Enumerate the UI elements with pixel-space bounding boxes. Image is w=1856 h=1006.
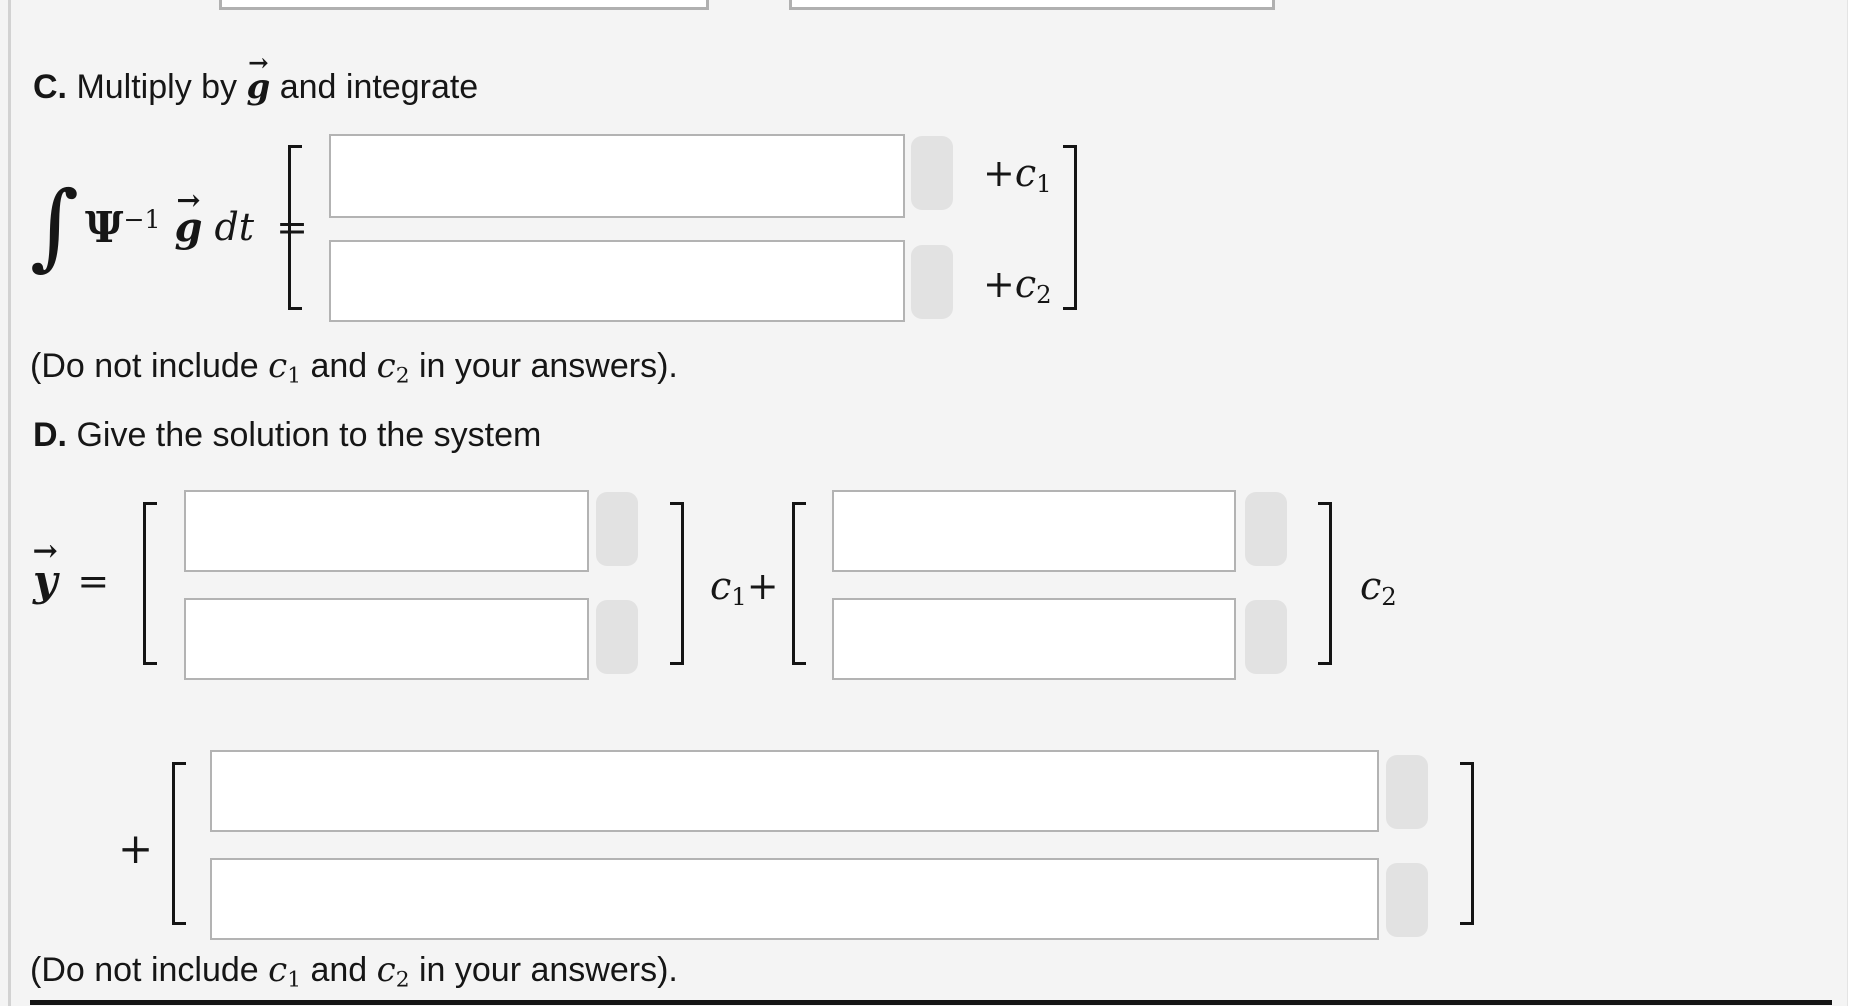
answer-input-d-m1-row2[interactable] [184,598,589,680]
panel-left-border [8,0,11,1006]
equals-sign: = [276,205,308,249]
answer-input-d-m3-row2[interactable] [210,858,1379,940]
answer-preview-tab-d-m3-row1[interactable] [1386,755,1428,829]
part-c-label: C. [33,68,67,106]
psi-inverse: Ψ−1 [84,202,161,252]
answer-preview-tab-d-m2-row1[interactable] [1245,492,1287,566]
integral-expression: ∫ Ψ−1 →g dt = [30,172,308,281]
coef-c1-label: c1+ [710,564,779,612]
answer-preview-tab-c-row1[interactable] [911,136,953,210]
note-c: (Do not include c1 and c2 in your answer… [30,346,678,389]
psi-exponent: −1 [123,204,161,234]
answer-preview-tab-c-row2[interactable] [911,245,953,319]
page-right-strip [1847,0,1856,1006]
vector-arrow-icon: → [248,47,269,77]
equals-sign: = [77,558,110,603]
plus-c1-label: +c1 [983,151,1052,199]
answer-input-d-m2-row1[interactable] [832,490,1236,572]
g-vector: →g [174,182,203,251]
answer-input-d-m1-row1[interactable] [184,490,589,572]
answer-input-d-m3-row1[interactable] [210,750,1379,832]
section-divider [30,1000,1832,1005]
matrix-bracket-left [143,502,157,665]
matrix-bracket-right [670,502,684,665]
coef-c2-label: c2 [1360,564,1397,612]
answer-input-top-right[interactable] [789,0,1275,10]
integral-sign: ∫ [30,172,79,281]
answer-preview-tab-d-m1-row1[interactable] [596,492,638,566]
y-vector: →y [32,534,58,605]
vector-arrow-icon: → [176,182,201,217]
part-c-heading: C. Multiply by →g and integrate [33,47,479,107]
answer-preview-tab-d-m3-row2[interactable] [1386,863,1428,937]
note-d: (Do not include c1 and c2 in your answer… [30,950,678,993]
answer-input-c-row1[interactable] [329,134,905,218]
matrix-bracket-left [288,145,302,310]
part-d-heading: D. Give the solution to the system [33,416,542,454]
answer-preview-tab-d-m1-row2[interactable] [596,600,638,674]
answer-input-d-m2-row2[interactable] [832,598,1236,680]
matrix-bracket-right [1460,762,1474,925]
plus-sign: + [118,824,154,873]
y-vector-lhs: →y = [32,534,110,605]
part-d-label: D. [33,416,67,454]
answer-input-c-row2[interactable] [329,240,905,322]
matrix-bracket-left [172,762,186,925]
g-vector: →g [246,47,271,107]
matrix-bracket-right [1063,145,1077,310]
answer-preview-tab-d-m2-row2[interactable] [1245,600,1287,674]
plus-c2-label: +c2 [983,262,1052,310]
matrix-bracket-right [1318,502,1332,665]
vector-arrow-icon: → [32,534,58,570]
dt-symbol: dt [214,205,255,249]
answer-input-top-left[interactable] [219,0,709,10]
matrix-bracket-left [792,502,806,665]
